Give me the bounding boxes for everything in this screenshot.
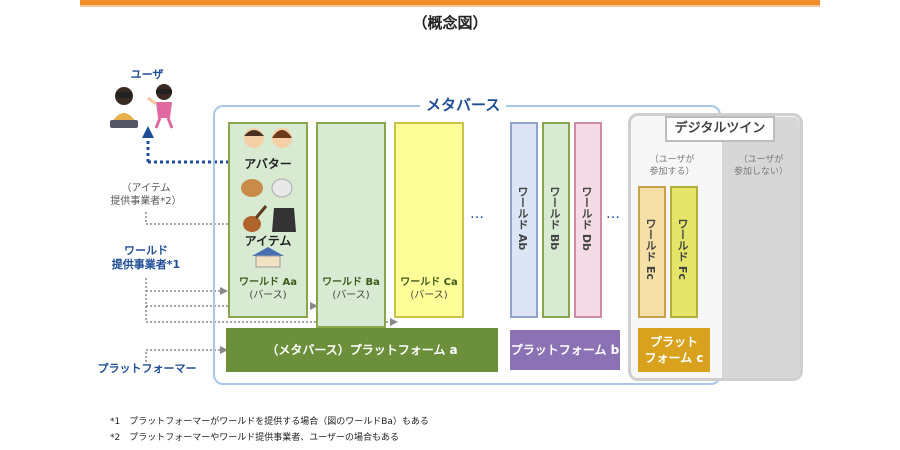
avatar-faces-icon [244, 128, 292, 148]
world-fc-label: ワールド Fc [676, 218, 689, 280]
top-accent-bar-shadow [80, 5, 820, 7]
world-aa-label: ワールド Aa (バース) [230, 276, 306, 302]
world-bb-box [542, 122, 570, 318]
avatar-label: アバター [244, 157, 292, 171]
world-ba-name: ワールド Ba [322, 277, 380, 288]
world-ec-label: ワールド Ec [644, 218, 657, 280]
footnote-2: *2 プラットフォーマーやワールド提供事業者、ユーザーの場合もある [110, 433, 400, 443]
world-ab-label: ワールド Ab [516, 186, 529, 251]
world-provider-label: ワールド 提供事業者*1 [111, 244, 181, 271]
top-accent-bar [80, 0, 820, 5]
world-ca-sub: (バース) [410, 290, 448, 301]
footnote-1: *1 プラットフォーマーがワールドを提供する場合（図のワールドBa）もある [110, 417, 429, 427]
world-ba-label: ワールド Ba (バース) [316, 276, 386, 302]
platform-a: （メタバース）プラットフォーム a [226, 328, 498, 372]
users-illustration-icon [110, 84, 174, 129]
platform-b: プラットフォーム b [510, 330, 620, 370]
platform-c: プラット フォーム c [638, 328, 710, 372]
platformer-label: プラットフォーマー [97, 362, 197, 375]
world-ca-box [394, 122, 464, 318]
world-aa-sub: (バース) [249, 290, 287, 301]
world-fc-box [670, 186, 698, 318]
world-ab-box [510, 122, 538, 318]
diagram-title: （概念図） [412, 14, 488, 32]
metaverse-label: メタバース [420, 94, 507, 115]
digital-twin-label: デジタルツイン [665, 116, 775, 142]
world-ba-sub: (バース) [332, 290, 370, 301]
world-aa-name: ワールド Aa [239, 277, 297, 288]
world-ca-name: ワールド Ca [400, 277, 458, 288]
item-label: アイテム [244, 234, 292, 248]
guitar-and-jacket-icon [243, 205, 296, 232]
ellipsis-a: … [470, 206, 486, 222]
ellipsis-b: … [606, 206, 622, 222]
user-label: ユーザ [130, 68, 164, 81]
world-ba-box [316, 122, 386, 328]
twin-participating-note: （ユーザが 参加する） [649, 155, 695, 177]
world-ec-box [638, 186, 666, 318]
world-ca-label: ワールド Ca (バース) [394, 276, 464, 302]
house-icon [252, 247, 284, 268]
item-provider-label: （アイテム 提供事業者*2） [110, 183, 182, 207]
digital-twin-nonparticipating-area [722, 117, 800, 378]
world-bb-label: ワールド Bb [548, 186, 561, 251]
world-db-label: ワールド Db [580, 186, 593, 251]
world-db-box [574, 122, 602, 318]
pets-icon [241, 178, 293, 198]
twin-nonparticipating-note: （ユーザが 参加しない） [733, 155, 788, 177]
